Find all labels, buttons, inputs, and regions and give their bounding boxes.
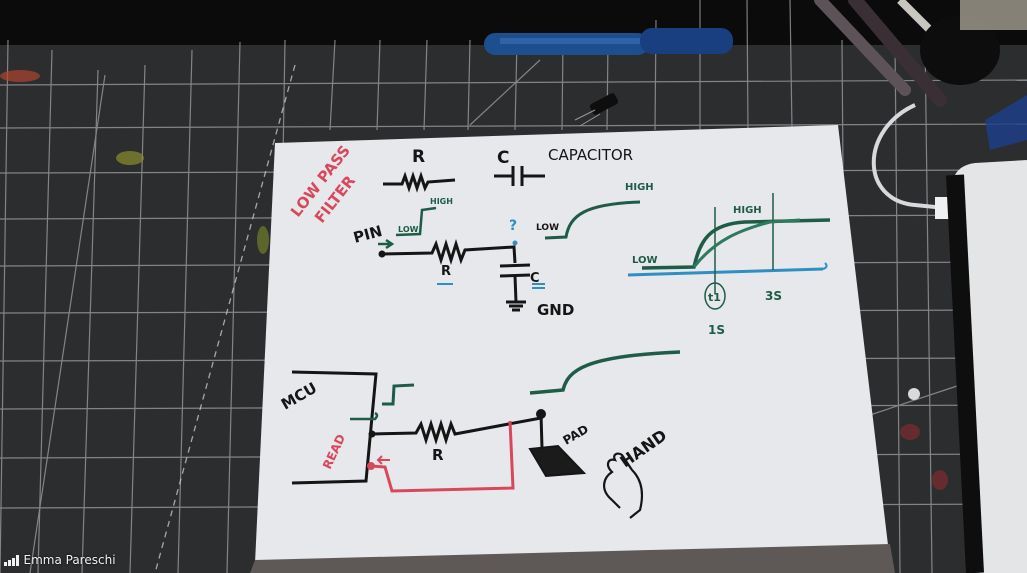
node-question-mark: ?: [509, 218, 517, 234]
read-arrow-icon: [376, 455, 390, 465]
laptop-screen-glow: [985, 95, 1027, 150]
t1-circle: [704, 282, 726, 310]
hand-drawing-icon: [603, 452, 644, 519]
blue-marker-pen: [484, 28, 733, 55]
pin-arrow-icon: [378, 238, 395, 250]
input-low-label: LOW: [398, 225, 419, 234]
pad-wire: [539, 413, 544, 449]
output-arrow-icon: [350, 411, 379, 421]
read-pin-node: [367, 462, 375, 470]
t2-value: 3S: [765, 289, 782, 303]
graph-high-label: HIGH: [733, 205, 762, 216]
legend-capacitor-symbol: [494, 166, 545, 186]
touch-pad: [528, 444, 587, 478]
touch-resistor-wire: [371, 416, 542, 446]
rc-capacitor-label: C: [530, 271, 540, 286]
read-feedback-wire: [370, 420, 515, 493]
rc-node: [512, 240, 518, 246]
time-axis: [627, 267, 824, 277]
signal-strength-icon: [4, 554, 19, 566]
participant-name: Emma Pareschi: [23, 553, 116, 567]
t1-value: 1S: [708, 323, 725, 337]
paint-stain: [257, 226, 269, 254]
touch-resistor-label: R: [432, 446, 444, 464]
legend: R C CAPACITOR: [412, 146, 633, 168]
legend-resistor-label: R: [412, 147, 425, 167]
small-component: [574, 93, 619, 127]
graph-low-label: LOW: [632, 255, 658, 266]
step-waveform: [382, 383, 415, 406]
ground-label: GND: [537, 301, 574, 319]
timing-graph: LOW HIGH t1 1S 3S: [627, 193, 831, 337]
paint-stain: [116, 151, 144, 165]
mat-marker-dot: [908, 388, 920, 400]
rc-resistor-wire: [381, 238, 517, 266]
legend-resistor-symbol: [383, 171, 456, 193]
input-step-waveform: [395, 206, 437, 237]
output-low-label: LOW: [536, 223, 559, 233]
rc-resistor-label: R: [441, 264, 451, 279]
output-rc-waveform: [544, 200, 641, 240]
pens: [814, 0, 1027, 107]
paint-stain: [0, 70, 40, 82]
laptop-edge: [946, 174, 984, 573]
axis-arrow-icon: [822, 262, 828, 270]
touch-rc-waveform: [529, 350, 681, 395]
slow-charge-curve: [692, 218, 801, 268]
table-edge: [250, 544, 895, 573]
rc-capacitor-symbol: [499, 263, 531, 312]
legend-capacitor-label: C: [497, 148, 509, 168]
output-high-label: HIGH: [625, 182, 654, 193]
participant-name-tag: Emma Pareschi: [4, 551, 116, 569]
mcu-box: [291, 370, 378, 485]
legend-capacitor-word: CAPACITOR: [548, 146, 633, 164]
usb-cable: [871, 103, 946, 210]
paint-stain: [932, 470, 948, 490]
t1-label: t1: [708, 291, 721, 304]
input-high-label: HIGH: [430, 197, 453, 206]
paint-stain: [900, 424, 920, 440]
